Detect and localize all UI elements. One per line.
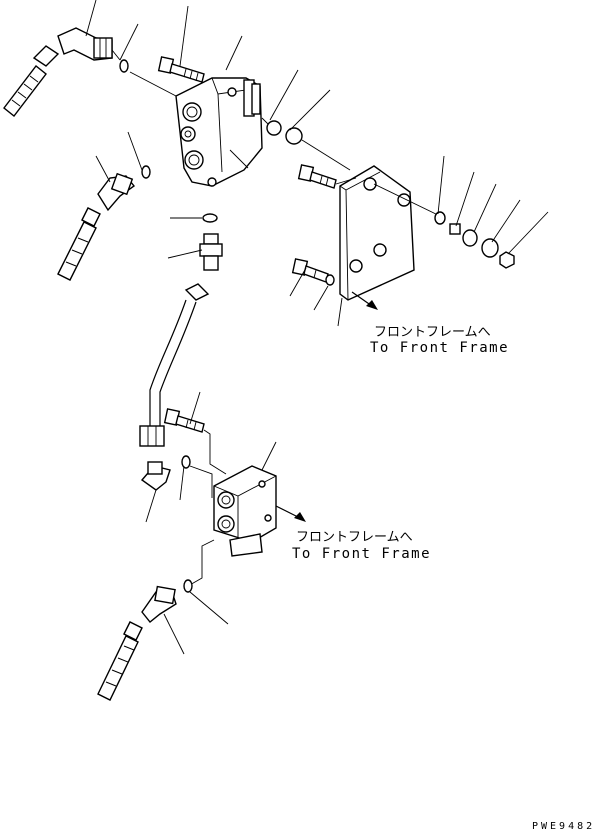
hose-bottom: [97, 621, 143, 701]
o-ring-lower-1: [181, 455, 191, 469]
bolt-bracket-lower: [291, 258, 329, 283]
adapter-vertical: [199, 233, 223, 271]
note-1-japanese: フロントフレームへ: [374, 325, 491, 340]
elbow-fitting-bottom: [141, 585, 177, 623]
o-ring-under: [202, 213, 218, 223]
note-2-english: To Front Frame: [292, 546, 432, 562]
o-ring-mid: [141, 165, 151, 179]
elbow-fitting-mid: [97, 172, 136, 212]
bracket-plate: [339, 165, 415, 301]
washer-1: [266, 120, 282, 136]
o-ring-top: [119, 59, 129, 73]
steel-pipe: [139, 283, 210, 447]
bolt-bracket-upper: [297, 164, 337, 189]
bolt-top: [157, 56, 205, 83]
washer-r4: [481, 238, 499, 258]
hose-upper-left: [3, 45, 60, 117]
washer-r3: [462, 229, 478, 247]
drawing-code: PWE9482: [532, 821, 596, 832]
lower-valve-block: [213, 465, 277, 557]
arrow-front-frame-1: [351, 291, 378, 310]
washer-2: [285, 127, 303, 145]
elbow-fitting-top: [57, 27, 113, 61]
washer-lower: [325, 274, 335, 286]
nut-r5: [499, 251, 515, 269]
main-valve: [175, 77, 263, 187]
spacer-r2: [449, 223, 461, 235]
hose-mid-left: [57, 207, 101, 281]
o-ring-lower-2: [183, 579, 193, 593]
bolt-lower-valve: [163, 408, 205, 433]
arrow-front-frame-2: [275, 505, 306, 522]
note-2-japanese: フロントフレームへ: [296, 530, 413, 545]
leader-lines: [85, 0, 549, 655]
note-1-english: To Front Frame: [370, 340, 510, 356]
washer-r1: [434, 211, 446, 225]
elbow-lower-valve: [140, 461, 171, 491]
